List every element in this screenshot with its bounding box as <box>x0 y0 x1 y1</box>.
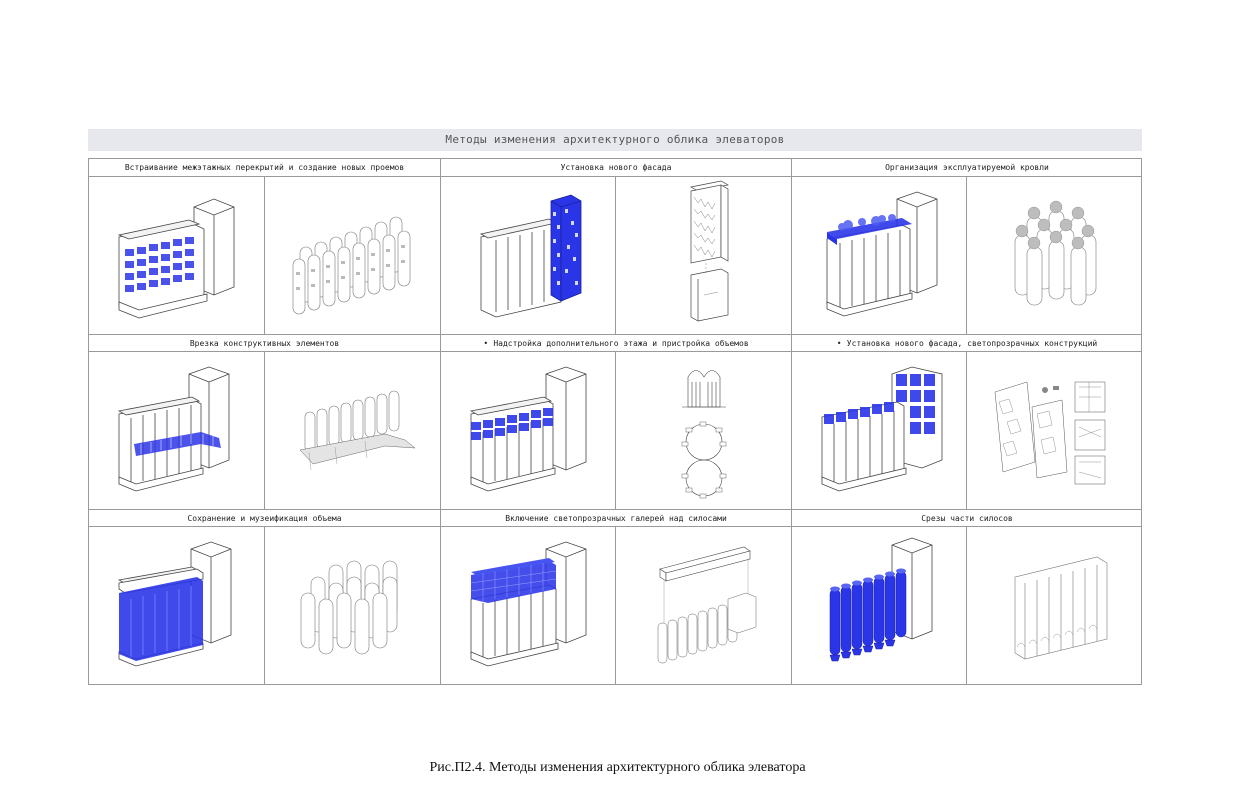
section-header: Организация эксплуатируемой кровли <box>885 163 1049 172</box>
section-header: •Установка нового фасада, светопрозрачны… <box>792 335 1142 352</box>
silo-cluster-illustration <box>265 527 440 684</box>
gallery-exploded-illustration <box>616 527 791 684</box>
section-header: •Надстройка дополнительного этажа и прис… <box>441 335 791 352</box>
new-facade-illustration <box>441 177 615 334</box>
building-massing-illustration <box>89 177 264 334</box>
translucent-facade-illustration <box>792 352 967 509</box>
facade-exploded-illustration <box>616 177 791 334</box>
museification-illustration <box>89 527 264 684</box>
roof-garden-illustration <box>792 177 967 334</box>
silo-cluster-illustration <box>265 177 440 334</box>
bullet: • <box>836 339 842 348</box>
section-header: Врезка конструктивных элементов <box>189 339 340 348</box>
methods-grid: Встраивание межэтажных перекрытий и созд… <box>88 158 1142 685</box>
section-header: Сохранение и музеификация объема <box>187 514 342 523</box>
section-header: Срезы части силосов <box>921 514 1013 523</box>
silos-bridge-illustration <box>265 352 440 509</box>
figure-caption: Рис.П2.4. Методы изменения архитектурног… <box>429 760 806 775</box>
facade-details-illustration <box>967 352 1142 509</box>
glass-gallery-illustration <box>441 527 615 684</box>
section-header: Встраивание межэтажных перекрытий и созд… <box>124 163 405 172</box>
section-header: Установка нового фасада <box>560 163 672 172</box>
silos-with-trees-illustration <box>967 177 1142 334</box>
added-floor-illustration <box>441 352 615 509</box>
section-header: Включение светопрозрачных галерей над си… <box>505 514 727 523</box>
structural-insertion-illustration <box>89 352 264 509</box>
bullet: • <box>483 339 489 348</box>
cut-silos-outline-illustration <box>967 527 1142 684</box>
plan-elevation-illustration <box>616 352 791 509</box>
table-title: Методы изменения архитектурного облика э… <box>88 129 1142 151</box>
cut-silos-illustration <box>792 527 967 684</box>
